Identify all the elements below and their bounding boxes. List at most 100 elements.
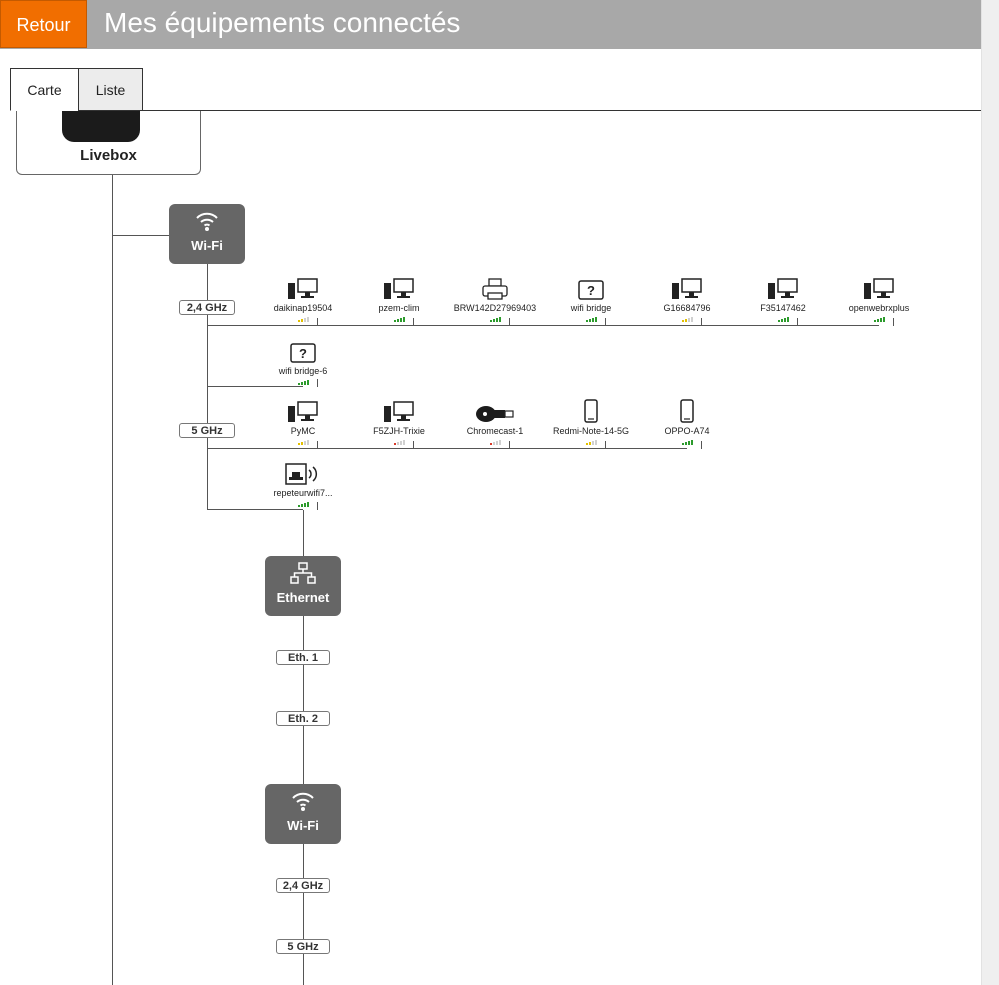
back-button[interactable]: Retour	[0, 0, 87, 48]
row-24-2-line	[207, 386, 303, 387]
network-icon	[265, 562, 341, 586]
svg-text:?: ?	[587, 283, 595, 298]
signal-bar	[594, 440, 597, 445]
device-link-tick	[701, 318, 702, 326]
tab-liste[interactable]: Liste	[78, 68, 143, 111]
device-name: Redmi-Note-14-5G	[552, 426, 630, 436]
signal-bar	[783, 318, 786, 322]
band-5ghz-chip[interactable]: 5 GHz	[179, 423, 235, 438]
band-trunk-line	[207, 264, 208, 510]
wifi-node-label: Wi-Fi	[191, 238, 223, 253]
signal-bar	[684, 319, 687, 322]
signal-strength-icon	[831, 316, 927, 322]
device-devices-5-row1-4[interactable]: OPPO-A74	[639, 399, 735, 445]
signal-bar	[489, 443, 492, 445]
printer-icon	[447, 276, 543, 300]
device-link-tick	[797, 318, 798, 326]
signal-bar	[687, 441, 690, 445]
smartphone-icon	[639, 399, 735, 423]
device-link-tick	[893, 318, 894, 326]
wifi-icon	[265, 790, 341, 814]
signal-bar	[786, 317, 789, 322]
computer-icon	[735, 276, 831, 300]
signal-bar	[303, 503, 306, 507]
device-devices-24-row1-1[interactable]: pzem-clim	[351, 276, 447, 322]
device-link-tick	[413, 318, 414, 326]
signal-bar	[306, 502, 309, 507]
signal-strength-icon	[351, 439, 447, 445]
device-devices-24-row1-0[interactable]: daikinap19504	[255, 276, 351, 322]
livebox-label: Livebox	[80, 147, 137, 164]
signal-bar	[591, 318, 594, 322]
signal-bar	[303, 318, 306, 322]
computer-icon	[831, 276, 927, 300]
row-5-2-line	[207, 509, 303, 510]
device-devices-24-row1-3[interactable]: ?wifi bridge	[543, 276, 639, 322]
eth1-chip[interactable]: Eth. 1	[276, 650, 330, 665]
repeater-line	[303, 510, 304, 985]
signal-bar	[402, 317, 405, 322]
signal-strength-icon	[255, 501, 351, 507]
computer-icon	[351, 399, 447, 423]
computer-icon	[351, 276, 447, 300]
device-devices-24-row1-6[interactable]: openwebrxplus	[831, 276, 927, 322]
signal-bar	[399, 441, 402, 445]
signal-strength-icon	[255, 439, 351, 445]
device-name: G16684796	[663, 303, 711, 313]
signal-bar	[393, 443, 396, 445]
eth2-chip[interactable]: Eth. 2	[276, 711, 330, 726]
device-name: BRW142D27969403	[453, 303, 537, 313]
device-devices-24-row1-5[interactable]: F35147462	[735, 276, 831, 322]
signal-strength-icon	[639, 439, 735, 445]
signal-bar	[873, 320, 876, 322]
device-name: F5ZJH-Trixie	[373, 426, 425, 436]
repeater-band-24ghz-chip[interactable]: 2,4 GHz	[276, 878, 330, 893]
device-devices-24-row1-4[interactable]: G16684796	[639, 276, 735, 322]
device-name: repeteurwifi7...	[273, 488, 333, 498]
signal-bar	[777, 320, 780, 322]
band-24ghz-chip[interactable]: 2,4 GHz	[179, 300, 235, 315]
ethernet-node[interactable]: Ethernet	[265, 556, 341, 616]
repeater-band-5ghz-chip[interactable]: 5 GHz	[276, 939, 330, 954]
signal-strength-icon	[447, 316, 543, 322]
device-link-tick	[605, 441, 606, 449]
signal-bar	[780, 319, 783, 322]
device-devices-5-row2-0[interactable]: repeteurwifi7...	[255, 461, 351, 507]
signal-bar	[303, 381, 306, 385]
repeater-icon	[255, 461, 351, 485]
wifi-node-repeater[interactable]: Wi-Fi	[265, 784, 341, 844]
signal-strength-icon	[543, 439, 639, 445]
tab-carte[interactable]: Carte	[10, 68, 79, 111]
livebox-device-icon	[62, 111, 140, 142]
device-name: daikinap19504	[273, 303, 333, 313]
signal-bar	[498, 440, 501, 445]
vertical-scrollbar[interactable]	[981, 0, 999, 985]
signal-bar	[876, 319, 879, 322]
device-link-tick	[509, 318, 510, 326]
signal-bar	[588, 442, 591, 445]
device-name: F35147462	[760, 303, 806, 313]
signal-bar	[306, 380, 309, 385]
signal-bar	[300, 382, 303, 385]
device-devices-5-row1-0[interactable]: PyMC	[255, 399, 351, 445]
device-devices-5-row1-2[interactable]: Chromecast-1	[447, 399, 543, 445]
wifi-node-repeater-label: Wi-Fi	[287, 818, 319, 833]
signal-strength-icon	[351, 316, 447, 322]
wifi-node[interactable]: Wi-Fi	[169, 204, 245, 264]
device-name: wifi bridge-6	[278, 366, 328, 376]
device-name: openwebrxplus	[848, 303, 910, 313]
signal-strength-icon	[639, 316, 735, 322]
signal-bar	[300, 319, 303, 322]
signal-bar	[690, 317, 693, 322]
device-link-tick	[413, 441, 414, 449]
device-devices-24-row2-0[interactable]: ?wifi bridge-6	[255, 339, 351, 385]
device-devices-5-row1-3[interactable]: Redmi-Note-14-5G	[543, 399, 639, 445]
trunk-line	[112, 175, 113, 985]
device-devices-24-row1-2[interactable]: BRW142D27969403	[447, 276, 543, 322]
device-devices-5-row1-1[interactable]: F5ZJH-Trixie	[351, 399, 447, 445]
livebox-card[interactable]: Livebox	[16, 111, 201, 175]
tabs-divider	[10, 110, 981, 111]
row-24-1-line	[207, 325, 879, 326]
signal-strength-icon	[255, 379, 351, 385]
signal-bar	[882, 317, 885, 322]
